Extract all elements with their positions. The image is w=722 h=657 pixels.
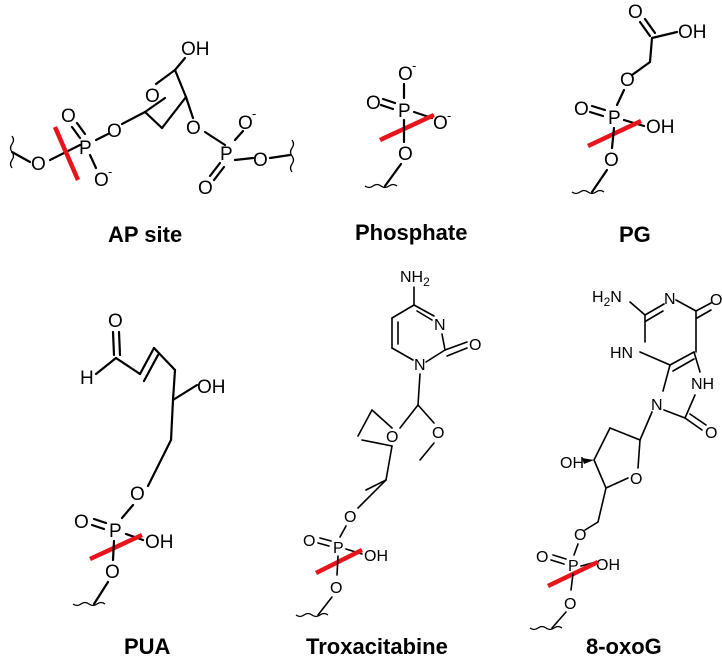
pua-structure: O H OH O P O OH O PUA: [72, 311, 226, 657]
atom-p: P: [333, 540, 344, 557]
atom-o: O: [433, 113, 448, 134]
cleavage-mark: [379, 112, 435, 143]
atom-o: O: [330, 580, 342, 597]
svg-text:-: -: [252, 106, 256, 121]
atom-nh2: NH2: [400, 269, 430, 289]
atom-p: P: [109, 521, 122, 542]
atom-p: P: [608, 108, 621, 129]
atom-o: O: [574, 99, 589, 120]
atom-o: O: [61, 106, 76, 127]
atom-o: O: [366, 93, 381, 114]
atom-p: P: [79, 138, 92, 159]
atom-o: O: [536, 549, 548, 566]
atom-o: O: [630, 471, 642, 488]
atom-o: O: [620, 70, 635, 91]
atom-h: H: [80, 368, 94, 389]
label-pg: PG: [619, 222, 651, 247]
atom-nh: NH: [691, 376, 714, 393]
atom-o: O: [94, 170, 109, 191]
cleavage-mark: [89, 532, 143, 562]
cleavage-mark: [314, 547, 364, 576]
atom-o: O: [198, 178, 213, 199]
atom-o: O: [31, 154, 46, 175]
atom-h2n: H2N: [592, 289, 622, 309]
atom-hn: HN: [610, 345, 633, 362]
atom-n: N: [434, 317, 446, 334]
cleavage-mark: [52, 126, 81, 181]
atom-o: O: [628, 2, 643, 23]
atom-oh: OH: [560, 455, 584, 472]
atom-oh: OH: [181, 39, 210, 60]
atom-oh: OH: [646, 117, 675, 138]
atom-o: O: [469, 337, 481, 354]
atom-n: N: [414, 357, 426, 374]
atom-o: O: [253, 150, 268, 171]
atom-oh: OH: [145, 532, 174, 553]
atom-n: N: [664, 291, 676, 308]
atom-o: O: [398, 64, 413, 85]
atom-o: O: [145, 86, 160, 107]
atom-o: O: [344, 509, 356, 526]
atom-o: O: [74, 512, 89, 533]
atom-o: O: [386, 429, 398, 446]
atom-o: O: [710, 292, 722, 309]
pg-structure: O OH O P O OH O PG: [571, 2, 707, 247]
atom-o: O: [130, 484, 145, 505]
atom-oh: OH: [596, 557, 620, 574]
atom-o: O: [105, 562, 120, 583]
atom-o: O: [564, 596, 576, 613]
label-pua: PUA: [124, 634, 171, 657]
atom-o: O: [432, 425, 444, 442]
atom-o: O: [186, 118, 201, 139]
atom-oh: OH: [364, 548, 388, 565]
atom-o: O: [705, 425, 717, 442]
atom-o: O: [108, 311, 123, 332]
ap-site-structure: O P O O - O O OH O P O - O O AP site: [9, 39, 295, 247]
atom-o: O: [604, 150, 619, 171]
atom-p: P: [220, 144, 233, 165]
svg-text:-: -: [412, 58, 416, 73]
atom-o: O: [574, 527, 586, 544]
8-oxog-structure: H2N N O HN NH N O O OH O: [529, 289, 722, 657]
phosphate-structure: O - P O O - O Phosphate: [355, 58, 467, 245]
atom-o: O: [303, 533, 315, 550]
atom-oh: OH: [197, 377, 226, 398]
atom-p: P: [568, 558, 579, 575]
svg-text:-: -: [447, 108, 451, 123]
svg-text:-: -: [108, 164, 112, 179]
atom-oh: OH: [678, 22, 707, 43]
label-8-oxog: 8-oxoG: [586, 634, 662, 657]
atom-p: P: [398, 101, 411, 122]
atom-o: O: [238, 113, 253, 134]
label-phosphate: Phosphate: [355, 220, 467, 245]
atom-n: N: [651, 397, 663, 414]
label-troxacitabine: Troxacitabine: [306, 634, 448, 657]
atom-o: O: [398, 144, 413, 165]
label-ap-site: AP site: [108, 222, 182, 247]
troxacitabine-structure: NH2 N O N O O O P O OH O: [295, 269, 481, 657]
atom-o: O: [107, 121, 122, 142]
